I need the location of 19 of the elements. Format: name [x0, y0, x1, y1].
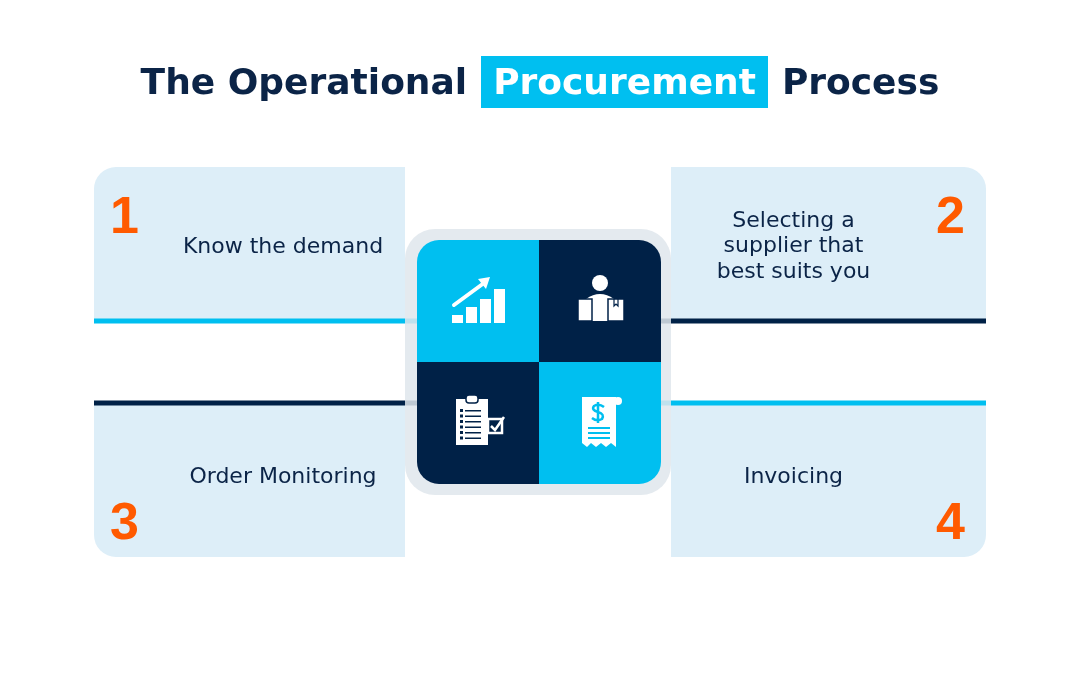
step-number: 1 [110, 189, 139, 241]
step-label: Selecting a supplier that best suits you [715, 207, 872, 283]
icon-tile [417, 362, 539, 484]
icon-tile [539, 362, 661, 484]
step-card [671, 167, 986, 321]
highlighted-title-word: Procurement [481, 56, 768, 108]
step-card [94, 403, 405, 557]
step-label: Know the demand [181, 233, 385, 259]
step-number: 2 [936, 189, 965, 241]
title-text: The Operational [140, 64, 468, 100]
icon-tile [417, 240, 539, 362]
icon-tile [539, 240, 661, 362]
title-text: Process [781, 64, 940, 100]
step-label: Invoicing [742, 463, 845, 489]
step-number: 4 [936, 495, 965, 547]
step-card [671, 403, 986, 557]
step-card [94, 167, 405, 321]
step-label: Order Monitoring [188, 463, 378, 489]
step-number: 3 [110, 495, 139, 547]
